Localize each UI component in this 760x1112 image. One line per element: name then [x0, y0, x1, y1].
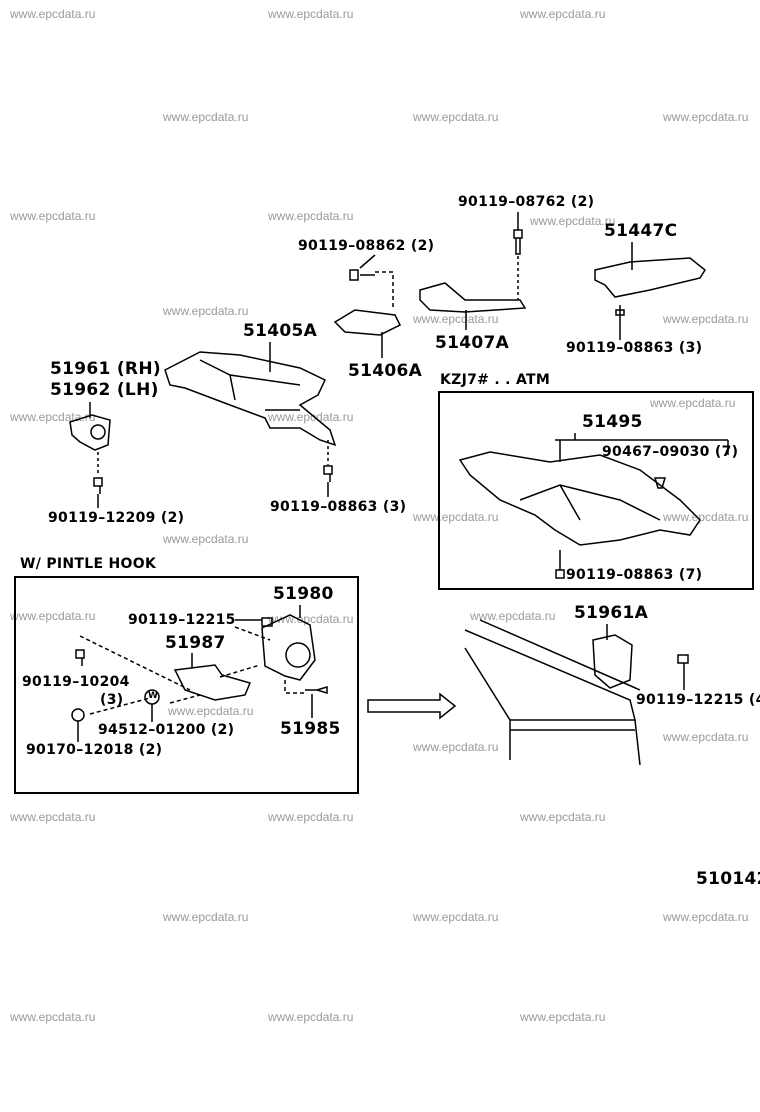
- watermark: www.epcdata.ru: [663, 910, 749, 924]
- leader-line: [555, 433, 729, 462]
- clip-90467-09030: [653, 477, 667, 489]
- part-label: 51406A: [348, 361, 423, 381]
- part-label: 90119–08863 (7): [566, 567, 703, 583]
- watermark: www.epcdata.ru: [520, 1010, 606, 1024]
- watermark: www.epcdata.ru: [268, 1010, 354, 1024]
- watermark: www.epcdata.ru: [268, 209, 354, 223]
- pintle-hook-section-box: [14, 576, 359, 794]
- part-label: 90119–08862 (2): [298, 238, 435, 254]
- leader-line: [79, 626, 305, 715]
- bolt-90119-10204: [75, 649, 85, 666]
- watermark: www.epcdata.ru: [413, 110, 499, 124]
- part-label: 51961 (RH): [50, 359, 161, 379]
- bracket-51406A: [333, 309, 402, 336]
- bolt-90119-12209: [93, 477, 103, 494]
- part-label: 51447C: [604, 221, 678, 241]
- watermark: www.epcdata.ru: [663, 510, 749, 524]
- watermark: www.epcdata.ru: [163, 910, 249, 924]
- part-label: 51962 (LH): [50, 380, 159, 400]
- watermark: www.epcdata.ru: [10, 810, 96, 824]
- watermark: www.epcdata.ru: [10, 1010, 96, 1024]
- watermark: www.epcdata.ru: [413, 510, 499, 524]
- watermark: www.epcdata.ru: [10, 209, 96, 223]
- watermark: www.epcdata.ru: [168, 704, 254, 718]
- watermark: www.epcdata.ru: [163, 110, 249, 124]
- part-label: 90467–09030 (7): [602, 444, 739, 460]
- watermark: www.epcdata.ru: [413, 740, 499, 754]
- part-label: 51980: [273, 584, 334, 604]
- watermark: www.epcdata.ru: [470, 609, 556, 623]
- watermark: www.epcdata.ru: [413, 312, 499, 326]
- watermark: www.epcdata.ru: [663, 312, 749, 326]
- diagram-code: 510142: [696, 869, 760, 889]
- bolt-90119-08863: [323, 465, 333, 482]
- part-label: 90170–12018 (2): [26, 742, 163, 758]
- watermark: www.epcdata.ru: [520, 7, 606, 21]
- watermark: www.epcdata.ru: [163, 532, 249, 546]
- part-label-qty: (3): [100, 692, 124, 708]
- part-label: 51407A: [435, 333, 510, 353]
- part-label: 90119–08863 (3): [566, 340, 703, 356]
- watermark: www.epcdata.ru: [10, 609, 96, 623]
- atm-section-box: [438, 391, 754, 590]
- part-label: 90119–08863 (3): [270, 499, 407, 515]
- crossmember-51405A: [164, 351, 337, 447]
- arrow-icon: [367, 692, 457, 720]
- plate-51447C: [594, 257, 706, 298]
- part-label: 51985: [280, 719, 341, 739]
- watermark: www.epcdata.ru: [268, 7, 354, 21]
- watermark: www.epcdata.ru: [663, 730, 749, 744]
- part-label: 90119–12215 (4): [636, 692, 760, 708]
- nut-90170-12018: [71, 708, 85, 722]
- section-title-pintle-hook: W/ PINTLE HOOK: [20, 556, 157, 572]
- crossmember-51495: [458, 451, 701, 546]
- part-label: 90119–08762 (2): [458, 194, 595, 210]
- bolt-90119-12215: [677, 654, 689, 664]
- crossmember-51405A-detail: [199, 359, 301, 411]
- watermark: www.epcdata.ru: [268, 810, 354, 824]
- bracket-51961: [69, 414, 111, 451]
- part-label: 90119–10204: [22, 674, 130, 690]
- watermark: www.epcdata.ru: [650, 396, 736, 410]
- part-label: 90119–12209 (2): [48, 510, 185, 526]
- hitch-51980: [261, 614, 316, 681]
- leader-line: [359, 254, 376, 269]
- watermark: www.epcdata.ru: [163, 304, 249, 318]
- watermark: www.epcdata.ru: [663, 110, 749, 124]
- part-label: 51405A: [243, 321, 318, 341]
- bracket-51987: [173, 664, 252, 701]
- bolt-90119-08762: [513, 229, 523, 255]
- watermark: www.epcdata.ru: [268, 410, 354, 424]
- vehicle-frame-rear: [464, 619, 641, 766]
- part-label: 51495: [582, 412, 643, 432]
- part-label: 94512–01200 (2): [98, 722, 235, 738]
- watermark: www.epcdata.ru: [413, 910, 499, 924]
- part-label: 51961A: [574, 603, 649, 623]
- hook-51961A: [592, 634, 633, 689]
- part-label: 90119–12215: [128, 612, 236, 628]
- bolt-90119-08863: [615, 305, 625, 325]
- bracket-51407A: [419, 282, 527, 313]
- leader-line: [375, 271, 394, 310]
- watermark: www.epcdata.ru: [520, 810, 606, 824]
- watermark: www.epcdata.ru: [10, 7, 96, 21]
- bolt-90119-08862: [349, 269, 375, 281]
- watermark: www.epcdata.ru: [530, 214, 616, 228]
- bolt-90119-08863: [555, 550, 565, 579]
- pin-51985: [305, 685, 328, 695]
- section-title-atm: KZJ7# . . ATM: [440, 372, 551, 388]
- washer-symbol: W: [148, 691, 158, 701]
- bolt-90119-12215: [261, 617, 273, 627]
- part-label: 51987: [165, 633, 226, 653]
